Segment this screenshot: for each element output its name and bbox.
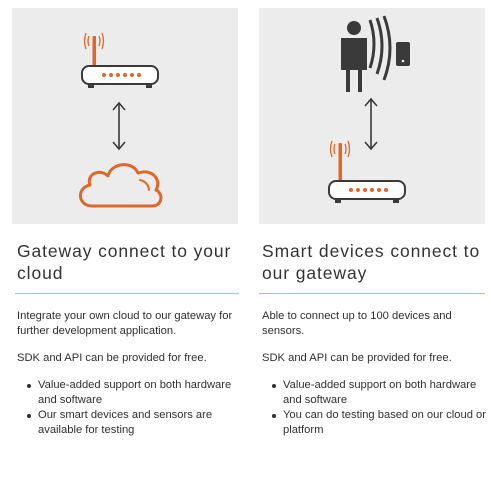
intro-text: Integrate your own cloud to our gateway … [17, 310, 233, 337]
list-item: Our smart devices and sensors are availa… [27, 408, 243, 438]
intro-text: Able to connect up to 100 devices and se… [262, 310, 452, 337]
devices-gateway-section: Smart devices connect to our gateway Abl… [259, 240, 488, 438]
smart-device-icon [396, 42, 410, 66]
sdk-note: SDK and API can be provided for free. [17, 352, 207, 364]
sdk-note: SDK and API can be provided for free. [262, 352, 452, 364]
divider [15, 293, 239, 294]
gateway-cloud-illustration [12, 8, 238, 224]
feature-list: Value-added support on both hardware and… [17, 378, 243, 438]
section-heading: Gateway connect to your cloud [17, 241, 232, 283]
section-heading: Smart devices connect to our gateway [262, 241, 481, 283]
feature-list: Value-added support on both hardware and… [262, 378, 488, 438]
list-item: Value-added support on both hardware and… [272, 378, 488, 408]
devices-gateway-illustration [259, 8, 485, 224]
person-voice-icon [341, 15, 392, 92]
router-icon [328, 140, 406, 203]
list-item: You can do testing based on our cloud or… [272, 408, 488, 438]
router-icon [81, 32, 159, 88]
gateway-cloud-section: Gateway connect to your cloud Integrate … [15, 240, 243, 438]
double-arrow-icon [364, 97, 378, 151]
double-arrow-icon [112, 101, 126, 151]
list-item: Value-added support on both hardware and… [27, 378, 243, 408]
divider [259, 293, 485, 294]
cloud-icon [79, 163, 163, 208]
